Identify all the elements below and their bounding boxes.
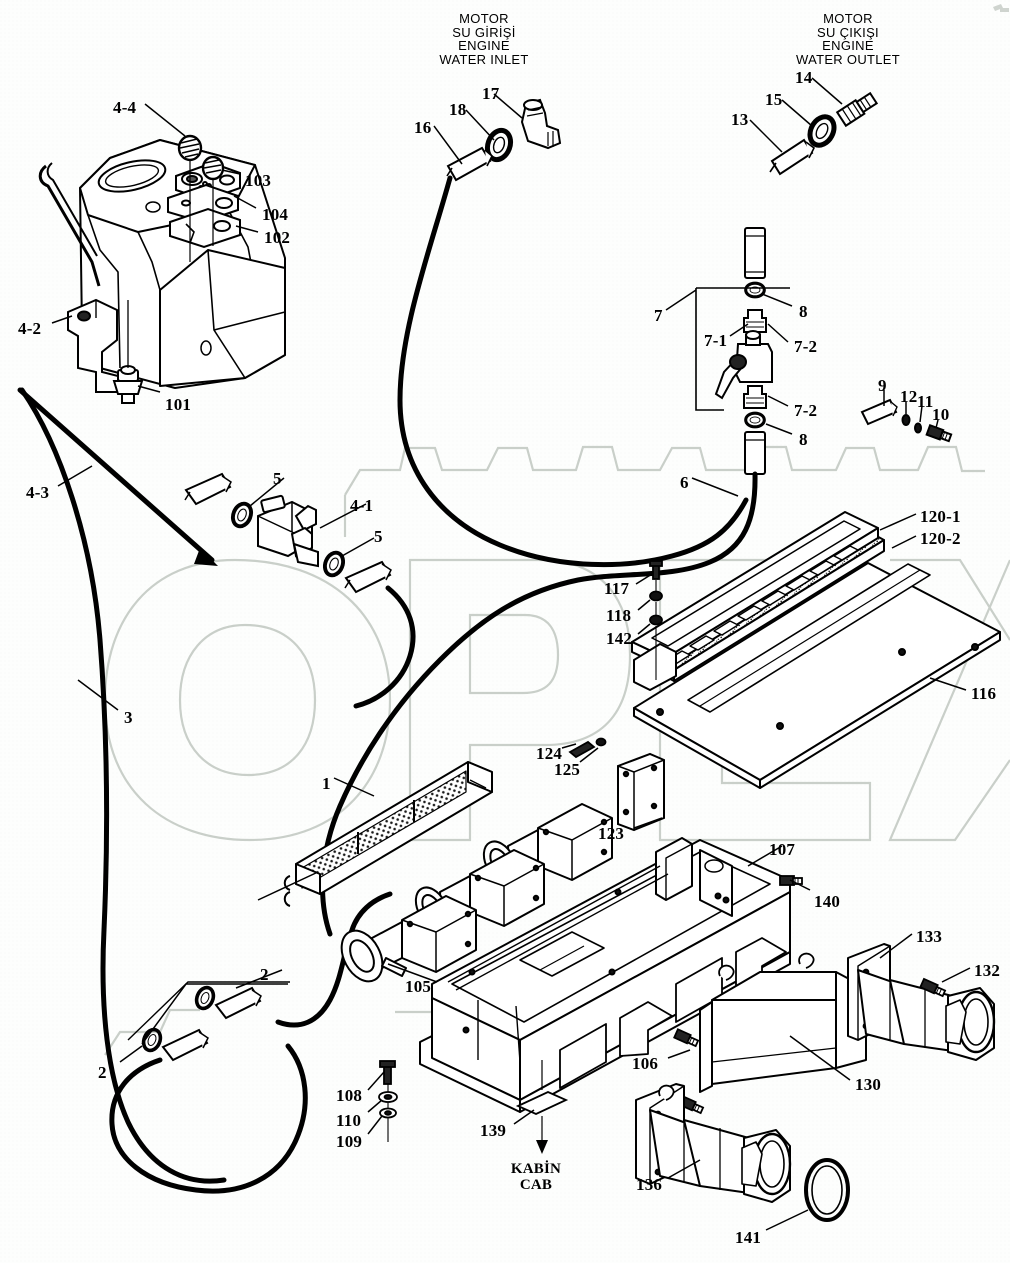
- caption-outlet-line3: ENGINE: [822, 38, 874, 54]
- part-number-104: 104: [262, 205, 289, 224]
- leader-lines: [51, 77, 971, 1231]
- part-number-142: 142: [606, 629, 633, 648]
- part-number-11: 11: [917, 392, 934, 411]
- caption-engine-water-inlet: MOTOR SU GİRİŞİ ENGINE WATER INLET: [439, 12, 528, 67]
- part-number-10: 10: [932, 405, 950, 424]
- part-number-7-2: 7-2: [794, 401, 818, 420]
- part-number-124: 124: [536, 744, 563, 763]
- part-number-125: 125: [554, 760, 581, 779]
- caption-outlet-line4: WATER OUTLET: [796, 51, 900, 67]
- bolt-132: [919, 977, 947, 998]
- part-number-18: 18: [449, 100, 467, 119]
- caption-outlet-line1: MOTOR: [823, 11, 873, 26]
- part-number-6: 6: [680, 473, 689, 492]
- small-fittings-9-12: [860, 398, 953, 443]
- caption-inlet-line2: SU GİRİŞİ: [452, 24, 516, 40]
- bolt-124-washer-125: [568, 737, 607, 759]
- hose-lines: [17, 175, 758, 1194]
- caption-inlet-line4: WATER INLET: [439, 51, 529, 67]
- part-number-108: 108: [336, 1086, 363, 1105]
- engine-water-outlet-fitting: [769, 91, 879, 176]
- caption-inlet-line1: MOTOR: [459, 11, 509, 26]
- part-number-123: 123: [598, 824, 625, 843]
- fastener-stack-108-110-109: [378, 1060, 398, 1142]
- part-number-8: 8: [799, 302, 808, 321]
- part-number-141: 141: [735, 1228, 762, 1247]
- part-number-106: 106: [632, 1054, 659, 1073]
- blower-motor-assembly-105: [340, 803, 613, 983]
- drain-valve-101: [112, 300, 144, 404]
- part-number-13: 13: [731, 110, 749, 129]
- bracket-123: [617, 752, 665, 832]
- part-number-103: 103: [245, 171, 272, 190]
- part-number-5: 5: [273, 469, 282, 488]
- part-number-12: 12: [900, 387, 918, 406]
- hose-ferrules-2: [127, 981, 290, 1062]
- part-number-109: 109: [336, 1132, 363, 1151]
- part-number-2: 2: [260, 965, 269, 984]
- part-number-2: 2: [98, 1063, 107, 1082]
- part-number-117: 117: [604, 579, 630, 598]
- part-number-110: 110: [336, 1111, 362, 1130]
- part-number-16: 16: [414, 118, 432, 137]
- corner-mark: [993, 4, 1009, 12]
- seal-ring-141: [804, 1158, 850, 1222]
- part-number-7: 7: [654, 306, 663, 325]
- part-number-5: 5: [374, 527, 383, 546]
- part-number-140: 140: [814, 892, 841, 911]
- part-number-107: 107: [769, 840, 796, 859]
- part-number-130: 130: [855, 1075, 882, 1094]
- duct-133: [847, 943, 996, 1061]
- part-number-118: 118: [606, 606, 632, 625]
- caption-cab: KABİN CAB: [510, 1161, 562, 1194]
- part-number-14: 14: [795, 68, 813, 87]
- part-number-1: 1: [322, 774, 331, 793]
- part-number-132: 132: [974, 961, 1001, 980]
- ball-valve-assembly-7: [695, 227, 790, 475]
- part-number-120-2: 120-2: [920, 529, 961, 548]
- tank-cap-gasket-stack: [167, 134, 241, 262]
- engine-water-inlet-fitting: [446, 98, 562, 182]
- part-number-136: 136: [636, 1175, 663, 1194]
- condenser-screen-assembly: [631, 511, 1001, 789]
- part-number-17: 17: [482, 84, 500, 103]
- expansion-valve-4-1: [184, 472, 392, 594]
- fastener-stack-117-118-142: [649, 560, 663, 680]
- part-number-3: 3: [124, 708, 133, 727]
- part-number-15: 15: [765, 90, 783, 109]
- part-number-4-2: 4-2: [18, 319, 42, 338]
- part-number-120-1: 120-1: [920, 507, 961, 526]
- part-number-139: 139: [480, 1121, 507, 1140]
- caption-outlet-line2: SU ÇIKIŞI: [817, 24, 879, 40]
- part-number-4-3: 4-3: [26, 483, 50, 502]
- part-number-4-4: 4-4: [113, 98, 137, 117]
- part-number-101: 101: [165, 395, 192, 414]
- part-number-133: 133: [916, 927, 943, 946]
- part-number-7-2: 7-2: [794, 337, 818, 356]
- caption-cab-line1: KABİN: [510, 1161, 562, 1177]
- part-number-4-1: 4-1: [350, 496, 374, 515]
- part-number-7-1: 7-1: [704, 331, 728, 350]
- caption-engine-water-outlet: MOTOR SU ÇIKIŞI ENGINE WATER OUTLET: [796, 12, 900, 67]
- caption-cab-line2: CAB: [519, 1176, 553, 1193]
- main-housing-107: [419, 837, 791, 1113]
- part-number-8: 8: [799, 430, 808, 449]
- caption-inlet-line3: ENGINE: [458, 38, 510, 54]
- evaporator-core-1: [283, 761, 493, 907]
- part-number-9: 9: [878, 376, 887, 395]
- part-number-105: 105: [405, 977, 432, 996]
- part-number-102: 102: [264, 228, 291, 247]
- mount-pad-139: [515, 1060, 569, 1154]
- part-number-116: 116: [971, 684, 997, 703]
